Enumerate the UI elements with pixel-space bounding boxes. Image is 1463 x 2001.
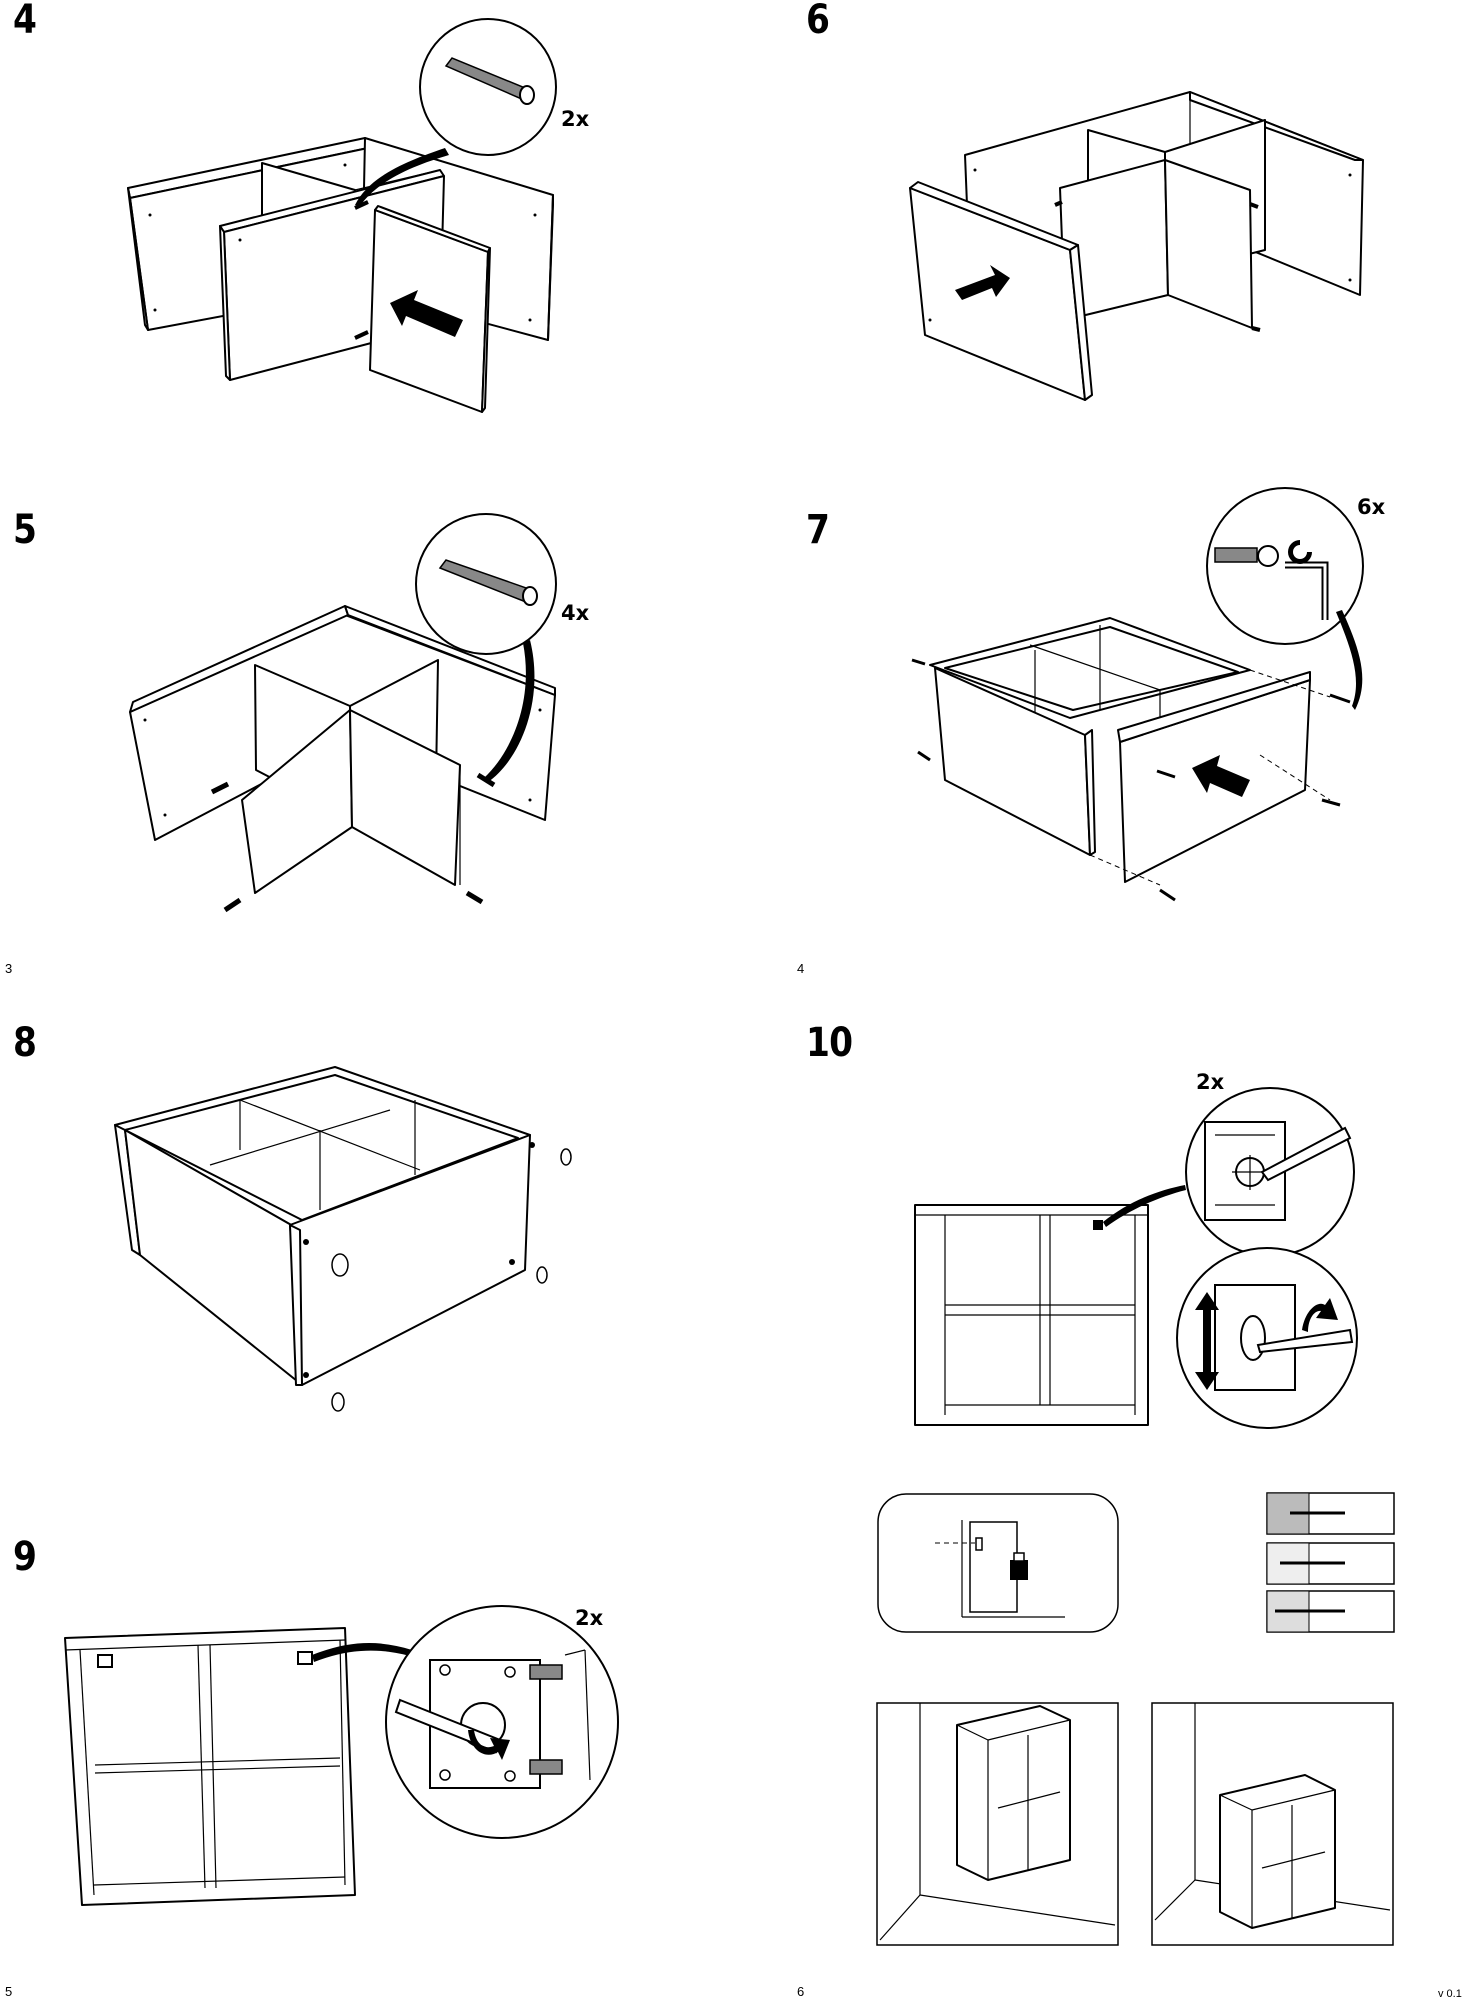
allen-key-icon — [1214, 540, 1329, 620]
wall-anchor-info — [877, 1492, 1395, 1633]
quantity-label-step4: 2x — [561, 107, 590, 131]
push-arrow-icon — [1192, 755, 1250, 797]
page-number-4: 4 — [797, 961, 805, 976]
cam-lock-screw-icon — [529, 1664, 563, 1775]
push-arrow-icon — [955, 265, 1010, 300]
quantity-label-step7: 6x — [1357, 495, 1386, 519]
step6-illustration — [909, 91, 1364, 401]
step-number-6: 6 — [806, 0, 830, 43]
version-label: v 0.1 — [1438, 1988, 1462, 2000]
step-number-9: 9 — [13, 1534, 37, 1580]
quantity-label-step5: 4x — [561, 601, 590, 625]
quantity-label-step9: 2x — [575, 1606, 604, 1630]
cam-lock-screw-icon — [911, 658, 1351, 902]
step8-illustration — [114, 1066, 572, 1412]
step7-illustration — [911, 487, 1364, 902]
page-number-5: 5 — [5, 1984, 13, 1999]
step5-illustration — [129, 513, 557, 913]
wooden-dowel-icon — [444, 57, 535, 105]
page-number-6: 6 — [797, 1984, 805, 1999]
wooden-dowel-icon — [438, 559, 538, 606]
push-arrow-icon — [390, 290, 463, 337]
page-number-3: 3 — [5, 961, 13, 976]
screwdriver-icon — [1260, 1126, 1352, 1182]
quantity-label-step10: 2x — [1196, 1070, 1225, 1094]
step-number-5: 5 — [13, 507, 37, 553]
weight-icon — [1010, 1552, 1028, 1580]
step-number-10: 10 — [806, 1020, 853, 1066]
step10-illustration — [914, 1087, 1358, 1429]
step-number-8: 8 — [13, 1020, 37, 1066]
adjust-arrow-icon — [1195, 1292, 1219, 1390]
placement-wall-mounted — [876, 1702, 1119, 1946]
step9-illustration — [64, 1605, 619, 1906]
step4-illustration — [127, 18, 557, 413]
placement-floor-standing — [1151, 1702, 1394, 1946]
step-number-7: 7 — [806, 507, 830, 553]
step-number-4: 4 — [13, 0, 37, 43]
wall-anchor-icon — [1266, 1492, 1395, 1633]
